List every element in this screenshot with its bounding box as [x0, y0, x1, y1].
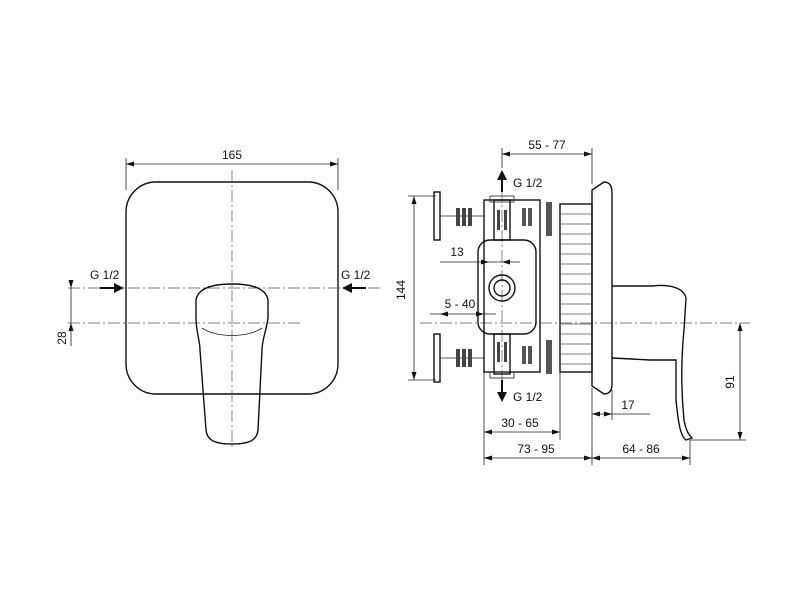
right-hatched-nuts [522, 202, 552, 374]
outlet-bottom-label: G 1/2 [513, 390, 543, 404]
dim-55-77-arrow-right [584, 151, 592, 157]
dim-73-95-label: 73 - 95 [517, 442, 555, 456]
valve-body-inner [477, 239, 537, 335]
dim-5-40-label: 5 - 40 [445, 297, 476, 311]
dim-144-arrow-bottom [411, 372, 417, 380]
top-fitting [489, 195, 515, 241]
dim-165-arrow-right [330, 161, 338, 167]
dim-30-65-label: 30 - 65 [501, 416, 539, 430]
dim-55-77-label: 55 - 77 [528, 138, 566, 152]
outlet-top-label: G 1/2 [513, 176, 543, 190]
side-view: G 1/2 G 1/2 55 - 77 144 13 5 - 40 [394, 138, 750, 465]
lever-inner-line [201, 327, 263, 336]
dim-5-40-arrow-left [440, 311, 448, 317]
dim-13-arrow-left [481, 259, 489, 265]
dim-55-77-arrow-left [502, 151, 510, 157]
left-hatched-nuts [456, 208, 472, 367]
dim-28-arrow-bottom [68, 323, 74, 331]
dim-17-label: 17 [621, 398, 635, 412]
bottom-fitting [489, 333, 515, 379]
dim-144-label: 144 [394, 280, 408, 300]
mounting-sleeve [559, 203, 593, 373]
dim-5-40-arrow-right [476, 311, 484, 317]
dim-17-arrow-right [604, 411, 612, 417]
dim-17-arrow-left [592, 411, 600, 417]
inlet-left-arrow-head [114, 283, 124, 293]
dim-91-arrow-top [737, 323, 743, 331]
dim-91-label: 91 [723, 375, 737, 389]
lever-side-profile [611, 284, 694, 441]
dim-91-arrow-bottom [737, 432, 743, 440]
dim-13-arrow-right [502, 259, 510, 265]
dim-73-95-arrow-left [484, 455, 492, 461]
sleeve-ribs [560, 213, 592, 365]
outlet-bottom-arrow-head [497, 392, 507, 402]
dim-64-86-arrow-left [592, 455, 600, 461]
dim-64-86-arrow-right [682, 455, 690, 461]
front-view: 165 G 1/2 G 1/2 28 [55, 148, 380, 450]
dim-144-arrow-top [411, 196, 417, 204]
dim-165-arrow-left [126, 161, 134, 167]
dim-73-95-arrow-right [584, 455, 592, 461]
dim-30-65-arrow-left [484, 429, 492, 435]
valve-port-inner [493, 279, 511, 297]
inlet-right-label: G 1/2 [341, 268, 371, 282]
dim-30-65-arrow-right [552, 429, 560, 435]
dim-64-86-label: 64 - 86 [622, 442, 660, 456]
lever-handle [195, 283, 269, 445]
dim-28-arrow-top [68, 280, 74, 288]
dim-165-label: 165 [222, 148, 242, 162]
dim-28-label: 28 [55, 331, 69, 345]
dim-13-label: 13 [450, 245, 464, 259]
inlet-left-label: G 1/2 [90, 268, 120, 282]
left-stub-bottom [433, 333, 441, 383]
wall-plate-side [591, 181, 613, 395]
outlet-top-arrow-head [497, 170, 507, 180]
valve-port-outer [488, 274, 516, 302]
left-stub-top [433, 191, 441, 241]
inlet-right-arrow-head [342, 283, 352, 293]
